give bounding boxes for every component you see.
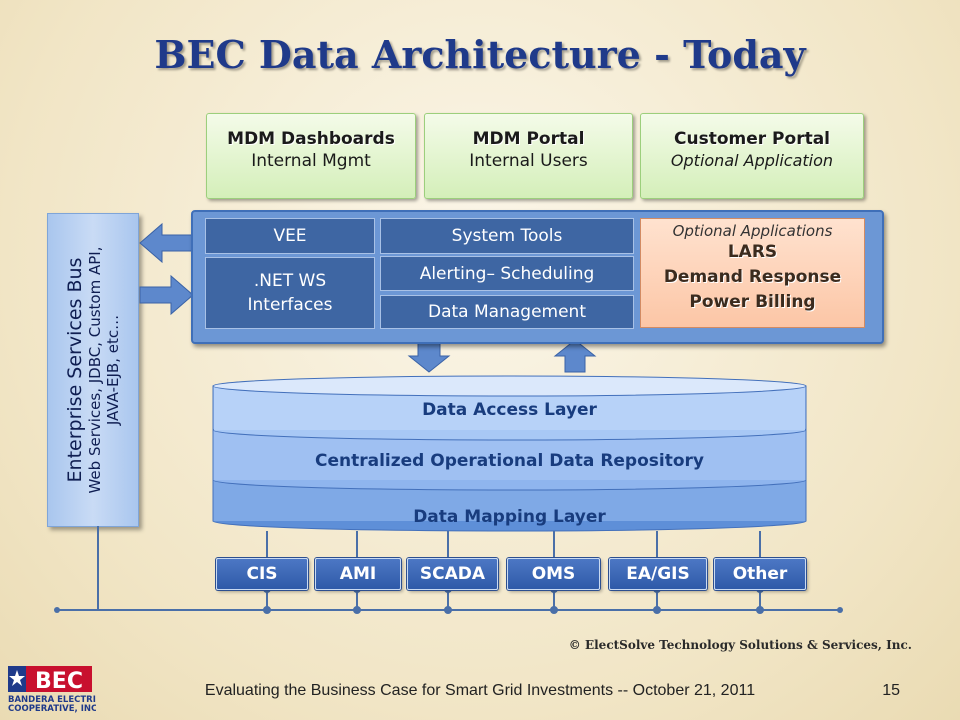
arrow-up-to-mdm — [553, 339, 597, 373]
vee-box: VEE — [205, 218, 375, 254]
mdm-dashboards-subtitle: Internal Mgmt — [251, 151, 371, 171]
data-repository-cylinder — [212, 375, 807, 532]
optional-app-power-billing: Power Billing — [689, 292, 816, 312]
arrow-down-to-repository — [407, 339, 451, 373]
arrow-to-esb — [139, 222, 193, 264]
source-ami: AMI — [315, 558, 401, 590]
footer-text: Evaluating the Business Case for Smart G… — [204, 682, 756, 699]
source-oms: OMS — [507, 558, 600, 590]
customer-portal-box: Customer Portal Optional Application — [640, 113, 864, 199]
optional-app-lars: LARS — [727, 242, 778, 262]
page-number: 15 — [882, 682, 900, 699]
logo-mark-text: BEC — [35, 669, 83, 694]
customer-portal-title: Customer Portal — [674, 129, 830, 149]
enterprise-services-bus: Enterprise Services Bus Web Services, JD… — [47, 213, 139, 527]
netws-box: .NET WS Interfaces — [205, 257, 375, 329]
data-access-layer-label: Data Access Layer — [422, 400, 597, 420]
copyright-text: © ElectSolve Technology Solutions & Serv… — [568, 638, 912, 652]
netws-line1: .NET WS — [253, 271, 327, 291]
system-tools-box: System Tools — [380, 218, 634, 254]
logo-line2: COOPERATIVE, INC — [8, 704, 96, 714]
mdm-dashboards-title: MDM Dashboards — [227, 129, 395, 149]
source-cis: CIS — [216, 558, 308, 590]
slide-title: BEC Data Architecture - Today — [154, 32, 806, 77]
data-management-box: Data Management — [380, 295, 634, 329]
source-scada: SCADA — [407, 558, 498, 590]
optional-applications-header: Optional Applications — [672, 222, 833, 240]
mdm-portal-title: MDM Portal — [472, 129, 585, 149]
source-ea-gis: EA/GIS — [609, 558, 707, 590]
optional-applications-box: Optional Applications LARS Demand Respon… — [640, 218, 865, 328]
arrow-to-mdm — [139, 274, 194, 316]
bec-logo-mark: BEC BANDERA ELECTRIC COOPERATIVE, INC — [8, 666, 102, 714]
mdm-portal-subtitle: Internal Users — [469, 151, 588, 171]
netws-line2: Interfaces — [247, 295, 333, 315]
customer-portal-subtitle: Optional Application — [670, 151, 834, 170]
bec-logo: BEC BANDERA ELECTRIC COOPERATIVE, INC — [6, 664, 102, 714]
logo-line1: BANDERA ELECTRIC — [8, 695, 96, 705]
mdm-dashboards-box: MDM Dashboards Internal Mgmt — [206, 113, 416, 199]
alerting-scheduling-box: Alerting– Scheduling — [380, 256, 634, 291]
source-other: Other — [714, 558, 806, 590]
repository-label: Centralized Operational Data Repository — [315, 451, 704, 471]
optional-app-demand-response: Demand Response — [663, 267, 842, 287]
data-mapping-layer-label: Data Mapping Layer — [413, 507, 606, 527]
mdm-portal-box: MDM Portal Internal Users — [424, 113, 633, 199]
